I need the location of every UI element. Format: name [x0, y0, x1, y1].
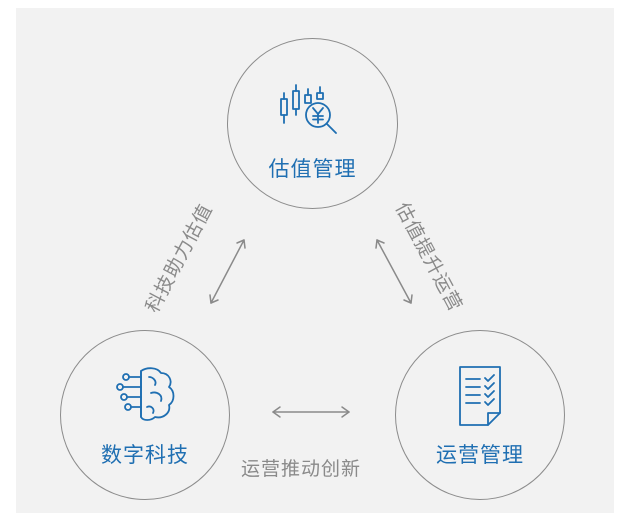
candlestick-yen-magnifier-icon — [280, 84, 337, 134]
node-valuation-label: 估值管理 — [268, 157, 357, 181]
brain-circuit-icon — [116, 367, 175, 421]
checklist-document-icon — [459, 366, 501, 426]
node-operations: 运营管理 — [395, 330, 565, 500]
node-valuation: 估值管理 — [227, 38, 398, 209]
node-operations-label: 运营管理 — [436, 443, 524, 467]
node-digital-tech: 数字科技 — [60, 330, 230, 500]
arrow-right — [376, 239, 412, 304]
node-digital-tech-label: 数字科技 — [101, 443, 189, 467]
arrow-left — [210, 239, 245, 304]
edge-label-bottom: 运营推动创新 — [241, 458, 362, 480]
